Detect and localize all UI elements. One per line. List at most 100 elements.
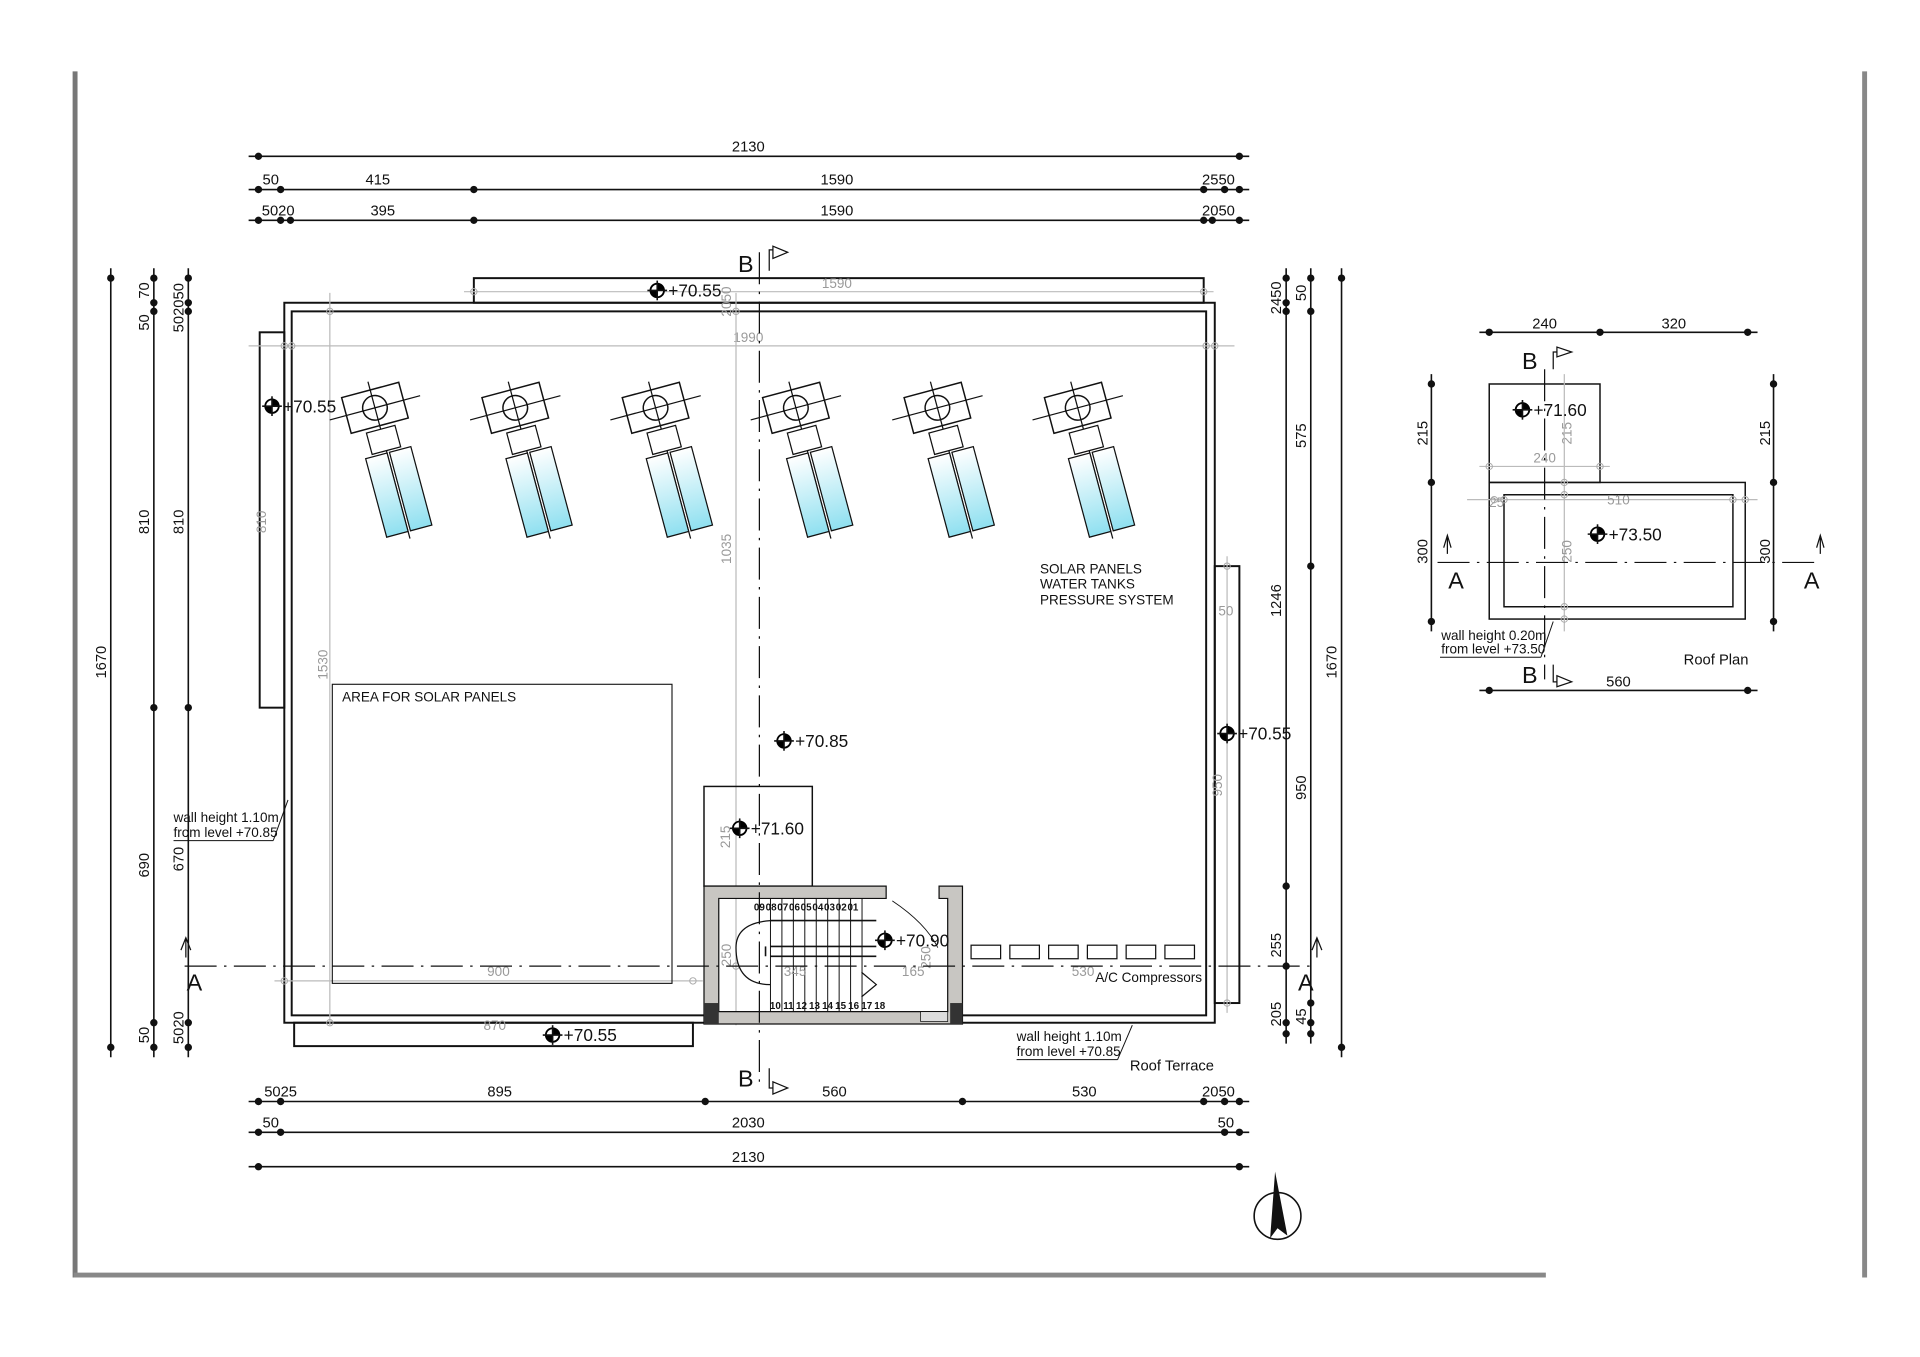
dimension-tick	[1235, 1097, 1244, 1106]
dimension-tick	[1307, 999, 1315, 1007]
solar-panel-left	[785, 452, 830, 538]
dimension-label: 1035	[719, 534, 734, 564]
solar-panel-unit	[750, 381, 854, 539]
tick-dot	[184, 1043, 192, 1052]
tick-dot	[1223, 562, 1231, 570]
dimension-tick	[280, 342, 288, 350]
solar-panel-right	[951, 445, 996, 532]
tick-dot	[1307, 1019, 1315, 1027]
dimension-tick	[1337, 1043, 1346, 1052]
dimension-tick	[470, 216, 478, 224]
tick-dot	[1200, 287, 1208, 296]
dimension-tick	[1220, 1128, 1229, 1136]
dimension-tick	[107, 1043, 115, 1052]
dimension-tick	[1560, 478, 1569, 487]
section-marker-a: A	[1448, 567, 1464, 593]
tick-dot	[254, 216, 263, 224]
dimension-label: 950	[1294, 775, 1310, 800]
tick-dot	[184, 274, 192, 282]
dimension-tick	[276, 216, 285, 224]
pressure-unit	[1068, 424, 1105, 456]
dimension-tick	[1729, 495, 1737, 504]
dimension-tick	[470, 185, 478, 194]
tick-dot	[1235, 185, 1244, 194]
tick-dot	[1202, 342, 1210, 350]
dimension-tick	[1220, 185, 1229, 194]
dimension-label: 250	[1560, 540, 1575, 563]
section-marker-b: B	[1522, 662, 1538, 688]
dimension-tick	[1560, 615, 1569, 623]
solar-panel-right	[669, 445, 714, 532]
wall-note: from level +73.50	[1441, 642, 1545, 657]
tick-dot	[1769, 380, 1778, 388]
dimension-label: 575	[1294, 423, 1310, 448]
equipment-label: SOLAR PANELS	[1040, 562, 1142, 577]
stair-step-number: 04	[812, 903, 823, 914]
stair-step-number: 08	[766, 903, 777, 914]
dimension-tick	[701, 1097, 709, 1106]
ac-compressor	[970, 944, 1002, 960]
tick-dot	[1200, 216, 1208, 224]
equipment-label: PRESSURE SYSTEM	[1040, 592, 1174, 607]
tick-dot	[1485, 686, 1493, 695]
section-marker-a: A	[1804, 567, 1820, 593]
dimension-tick	[1485, 686, 1493, 695]
dimension-tick	[150, 1019, 158, 1027]
tick-dot	[1769, 617, 1778, 626]
tick-dot	[1282, 1030, 1290, 1038]
dimension-tick	[184, 1019, 192, 1027]
dimension-label: 950	[1210, 774, 1225, 797]
dimension-label: 670	[171, 847, 187, 872]
tick-dot	[1485, 328, 1493, 336]
stair-step-number: 13	[809, 1001, 820, 1012]
equipment-label: WATER TANKS	[1040, 576, 1135, 591]
tick-dot	[1200, 185, 1208, 194]
dimension-label: 900	[487, 964, 510, 979]
dimension-tick	[732, 307, 740, 316]
leader-line	[1117, 1025, 1133, 1060]
section-marker-a: A	[187, 970, 203, 996]
section-marker-a: A	[1298, 970, 1314, 996]
wall-note: wall height 1.10m	[173, 810, 279, 825]
dimension-tick	[1500, 495, 1508, 504]
dimension-tick	[254, 1097, 263, 1106]
tick-dot	[1235, 1097, 1244, 1106]
dimension-label: 215	[1416, 421, 1432, 446]
tick-dot	[150, 299, 158, 307]
dimension-tick	[1211, 342, 1219, 350]
dimension-label: 320	[1662, 317, 1687, 333]
tick-dot	[254, 1097, 263, 1106]
tick-dot	[1282, 882, 1290, 890]
tick-dot	[1223, 999, 1231, 1007]
drawing-title-roof-plan: Roof Plan	[1684, 653, 1749, 669]
dimension-label: 1990	[733, 330, 763, 345]
solar-panel-unit	[469, 381, 573, 539]
stair-step-number: 02	[836, 903, 847, 914]
dimension-label: 510	[1607, 493, 1630, 508]
dimension-label: 2050	[1202, 203, 1235, 219]
dimension-tick	[1282, 299, 1290, 307]
wall-note: from level +70.85	[1017, 1044, 1121, 1059]
tick-dot	[276, 1097, 285, 1106]
wall-note: wall height 1.10m	[1016, 1029, 1122, 1044]
stair-arrow-icon	[861, 971, 878, 998]
tick-dot	[1769, 478, 1778, 487]
dimension-label: 1590	[821, 203, 854, 219]
dimension-tick	[184, 1043, 192, 1052]
dimension-tick	[276, 185, 285, 194]
tick-dot	[1282, 307, 1290, 316]
dimension-tick	[1208, 216, 1217, 224]
dimension-label: 70	[137, 282, 153, 298]
dimension-label: 810	[171, 510, 187, 535]
dimension-label: 345	[784, 964, 807, 979]
stair-step-number: 15	[835, 1001, 846, 1012]
dimension-label: 2050	[1202, 1085, 1235, 1101]
dimension-label: 810	[254, 511, 269, 534]
dimension-tick	[1427, 478, 1436, 487]
dimension-tick	[326, 307, 334, 316]
stair-step-number: 01	[847, 903, 858, 914]
dimension-tick	[1427, 380, 1436, 388]
wall-note: from level +70.85	[174, 825, 278, 840]
tick-dot	[1220, 1097, 1229, 1106]
tick-dot	[1596, 462, 1604, 471]
